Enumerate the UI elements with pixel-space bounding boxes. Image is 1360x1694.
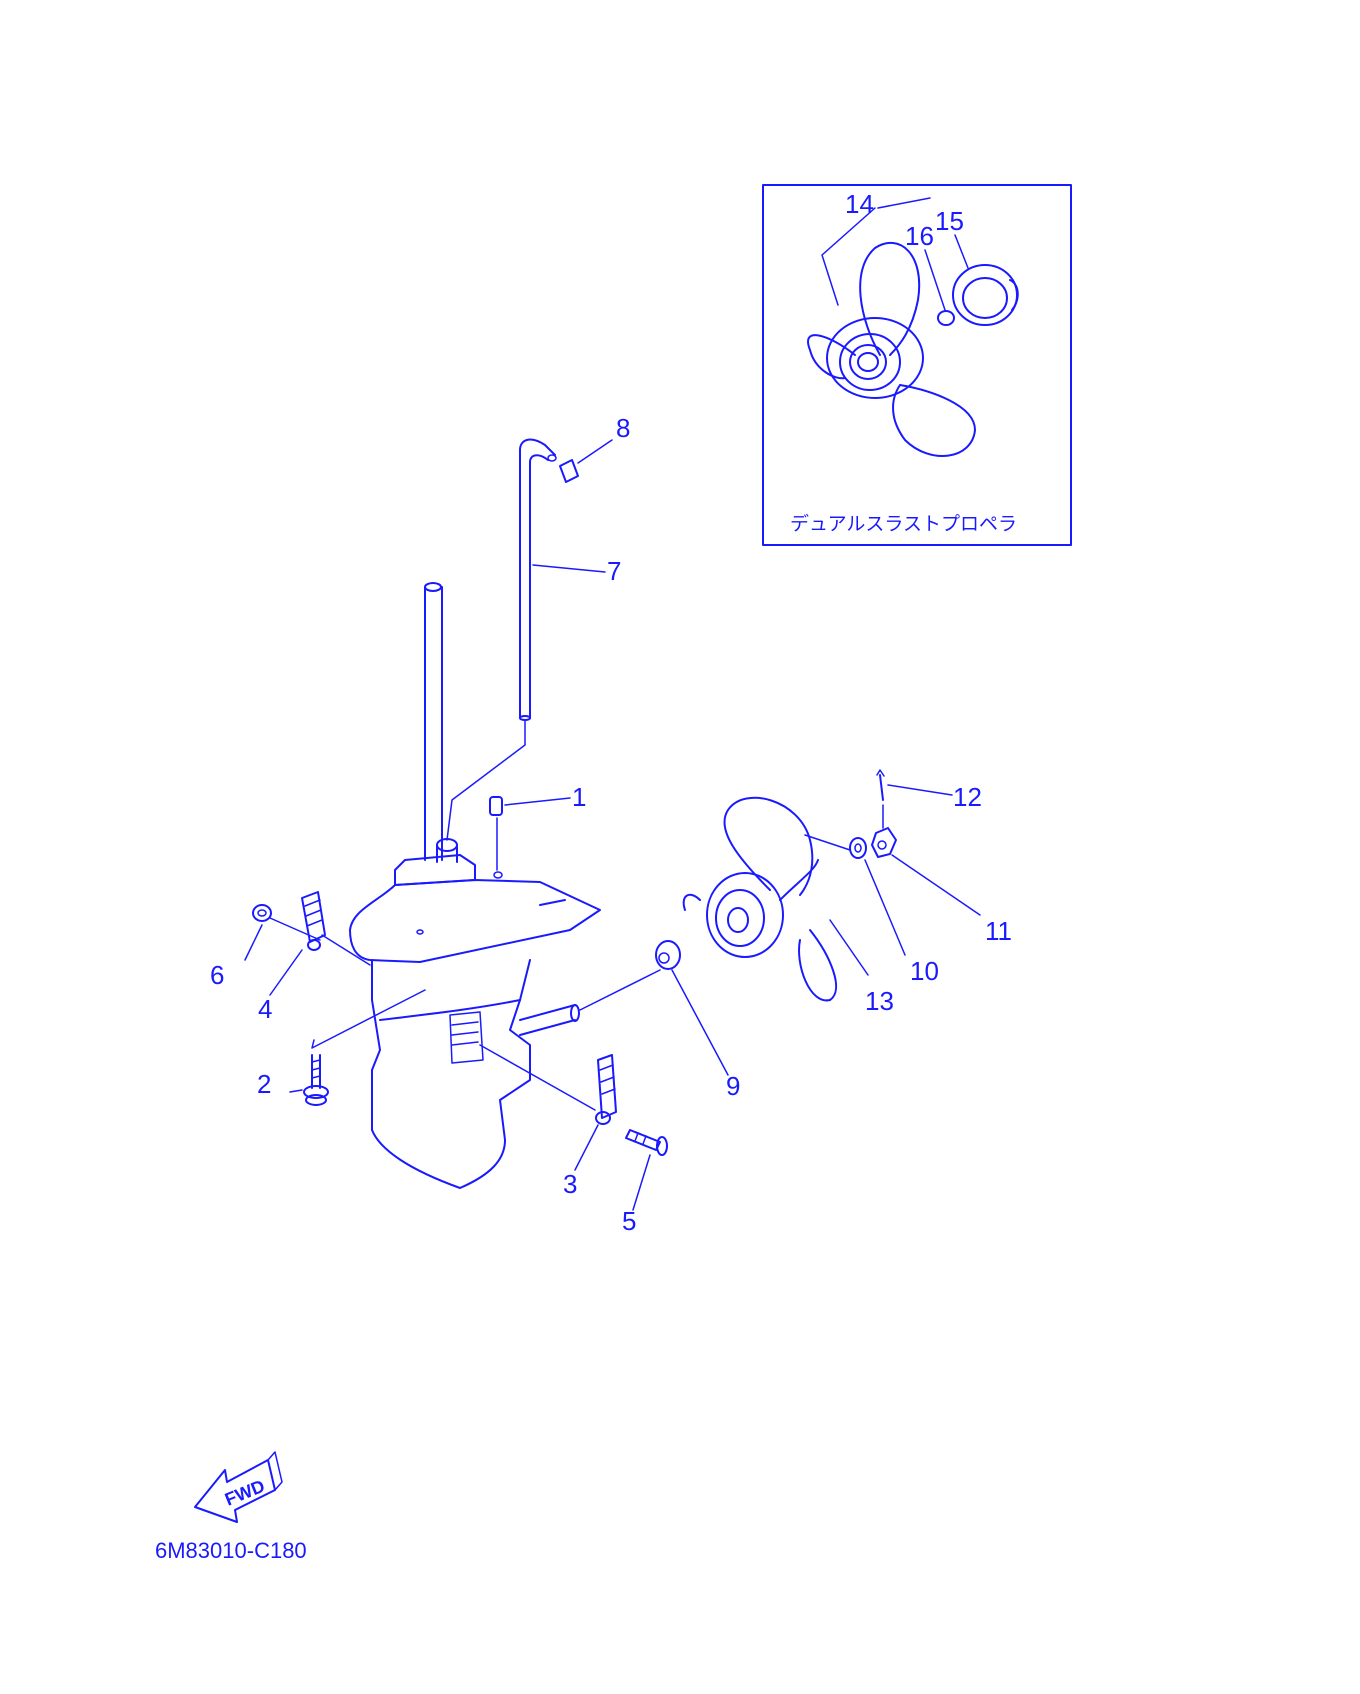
nut-11 — [871, 827, 897, 858]
diagram-code: 6M83010-C180 — [155, 1538, 307, 1563]
lower-casing — [349, 582, 601, 1189]
callout-13: 13 — [865, 986, 894, 1016]
callout-9: 9 — [726, 1071, 740, 1101]
callout-3: 3 — [563, 1169, 577, 1199]
callout-4: 4 — [258, 994, 272, 1024]
callout-10: 10 — [910, 956, 939, 986]
thrust-washer — [655, 940, 681, 970]
anode-4 — [301, 891, 326, 951]
callout-2: 2 — [257, 1069, 271, 1099]
callout-labels: 1 2 3 4 5 6 7 8 9 10 11 12 13 14 15 16 — [210, 189, 1012, 1236]
callout-11: 11 — [985, 916, 1012, 946]
callout-8: 8 — [616, 413, 630, 443]
nut-6 — [252, 904, 272, 922]
washer-10 — [849, 837, 867, 859]
bolt-2 — [303, 1054, 329, 1106]
callout-5: 5 — [622, 1206, 636, 1236]
callout-12: 12 — [953, 782, 982, 812]
cotter-pin — [876, 769, 885, 801]
screw-5 — [625, 1129, 668, 1156]
water-tube — [446, 438, 556, 841]
inset-caption: デュアルスラストプロペラ — [790, 513, 1017, 535]
callout-1: 1 — [572, 782, 586, 812]
callout-15: 15 — [935, 206, 964, 236]
leader-lines — [244, 439, 981, 1211]
callout-14: 14 — [845, 189, 874, 219]
inset-washer — [937, 310, 955, 326]
callout-7: 7 — [607, 556, 621, 586]
inset-box: デュアルスラストプロペラ — [762, 184, 1072, 546]
callout-6: 6 — [210, 960, 224, 990]
callout-16: 16 — [905, 221, 934, 251]
grommet — [547, 454, 579, 483]
dowel-pin — [489, 796, 503, 816]
anode-3 — [595, 1054, 617, 1125]
inset-spacer — [952, 264, 1019, 326]
fwd-arrow-icon: FWD — [194, 1451, 283, 1523]
propeller — [682, 796, 838, 1002]
inset-propeller — [807, 242, 976, 457]
